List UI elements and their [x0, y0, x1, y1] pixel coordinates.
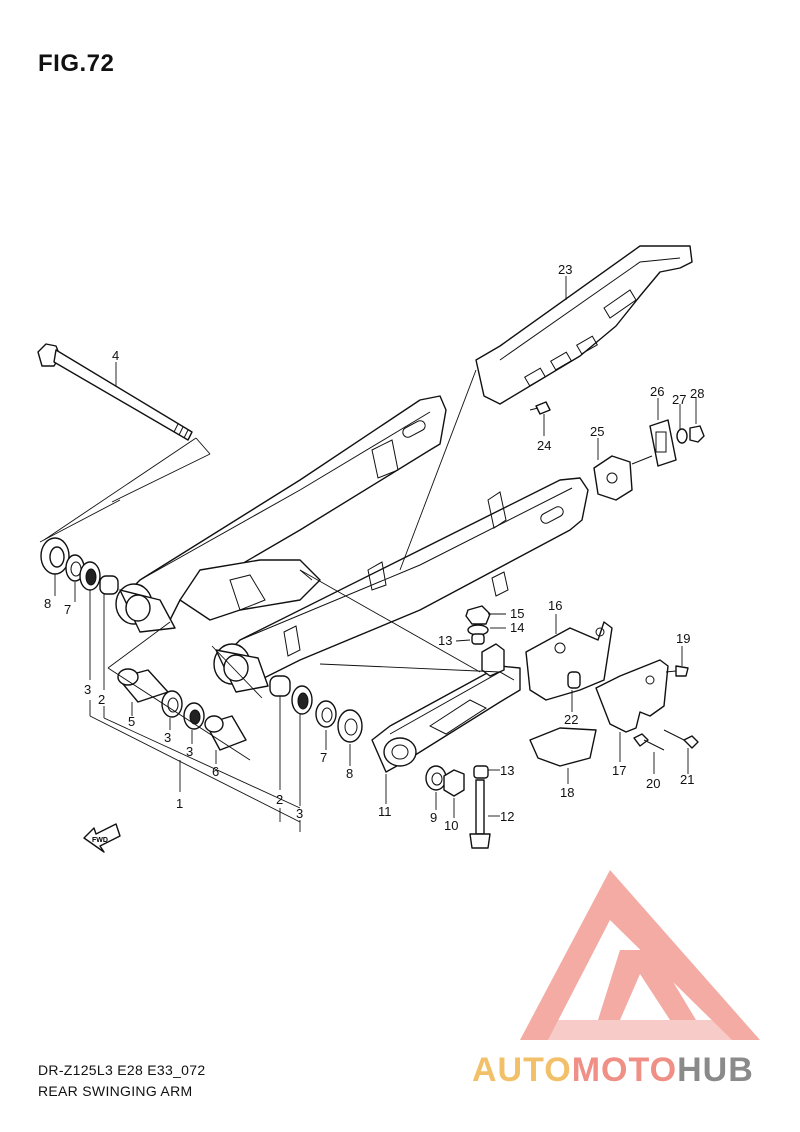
- callout-7a: 7: [64, 602, 71, 617]
- bolt-20: [633, 733, 665, 751]
- nut-10: [443, 769, 465, 797]
- bush-2-right: [269, 675, 291, 697]
- bolt-24: [529, 401, 551, 415]
- callout-13a: 13: [438, 633, 452, 648]
- needle-bearing-3a: [161, 690, 183, 718]
- chain-buffer-11: [371, 665, 521, 773]
- callout-15: 15: [510, 606, 524, 621]
- washer-7-right: [315, 700, 337, 728]
- section-title: REAR SWINGING ARM: [38, 1083, 193, 1099]
- callout-27: 27: [672, 392, 686, 407]
- callout-14: 14: [510, 620, 524, 635]
- callout-3d: 3: [296, 806, 303, 821]
- spacer-5: [117, 668, 169, 703]
- collar-13-lower: [473, 765, 489, 779]
- rubber-block-18: [529, 727, 597, 767]
- bracket-16: [525, 621, 613, 701]
- pivot-bolt: [37, 343, 193, 441]
- callout-3b: 3: [164, 730, 171, 745]
- callout-4: 4: [112, 348, 119, 363]
- chain-guard: [475, 245, 693, 405]
- callout-8b: 8: [346, 766, 353, 781]
- bush-2-left: [99, 575, 119, 595]
- callout-7b: 7: [320, 750, 327, 765]
- callout-21: 21: [680, 772, 694, 787]
- bracket-post: [481, 643, 505, 677]
- chain-adjuster-25: [593, 455, 653, 501]
- callout-labels: 1 2 2 3 3 3 3 4 5 6 7 7 8 8 9 10 11 12 1…: [44, 262, 704, 833]
- wordmark-hub: HUB: [677, 1051, 754, 1089]
- wordmark-moto: MOTO: [571, 1051, 678, 1089]
- oil-seal-3-right: [291, 685, 313, 715]
- callout-6: 6: [212, 764, 219, 779]
- fwd-arrow-icon: FWD: [83, 823, 121, 853]
- callout-2b: 2: [276, 792, 283, 807]
- callout-17: 17: [612, 763, 626, 778]
- fwd-arrow-label: FWD: [92, 837, 108, 844]
- callout-28: 28: [690, 386, 704, 401]
- nut-28: [689, 425, 705, 443]
- nut-15: [465, 605, 491, 625]
- bolt-21: [663, 729, 699, 749]
- callout-9: 9: [430, 810, 437, 825]
- spacer-6: [204, 715, 247, 751]
- bolt-19: [665, 665, 689, 677]
- callout-18: 18: [560, 785, 574, 800]
- wordmark-auto: AUTO: [472, 1051, 572, 1089]
- oil-seal-3b: [183, 702, 205, 730]
- leader-lines: [39, 276, 697, 832]
- callout-13b: 13: [500, 763, 514, 778]
- callout-3a: 3: [84, 682, 91, 697]
- callout-10: 10: [444, 818, 458, 833]
- bolt-12: [469, 779, 491, 849]
- callout-20: 20: [646, 776, 660, 791]
- callout-8a: 8: [44, 596, 51, 611]
- callout-11: 11: [378, 804, 392, 819]
- figure-title: FIG.72: [38, 50, 115, 77]
- callout-26: 26: [650, 384, 664, 399]
- callout-24: 24: [537, 438, 551, 453]
- callout-22: 22: [564, 712, 578, 727]
- bracket-22: [567, 671, 581, 689]
- callout-2a: 2: [98, 692, 105, 707]
- washer-27: [676, 428, 688, 444]
- model-code: DR-Z125L3 E28 E33_072: [38, 1062, 206, 1078]
- callout-5: 5: [128, 714, 135, 729]
- callout-19: 19: [676, 631, 690, 646]
- chain-adjuster-plate-26: [649, 419, 677, 467]
- callout-1: 1: [176, 796, 183, 811]
- washer-9: [425, 765, 447, 791]
- oil-seal-3-left: [79, 561, 101, 591]
- callout-25: 25: [590, 424, 604, 439]
- swing-arm: [115, 395, 589, 693]
- pivot-seal-8-right: [337, 709, 363, 743]
- pivot-seal-8-left: [40, 537, 70, 575]
- automotohub-wordmark: AUTOMOTOHUB: [472, 1051, 754, 1090]
- bracket-17: [595, 659, 669, 733]
- callout-23: 23: [558, 262, 572, 277]
- callout-12: 12: [500, 809, 514, 824]
- collar-13-upper: [471, 633, 485, 645]
- callout-16: 16: [548, 598, 562, 613]
- automotohub-logo-icon: [520, 870, 760, 1040]
- callout-3c: 3: [186, 744, 193, 759]
